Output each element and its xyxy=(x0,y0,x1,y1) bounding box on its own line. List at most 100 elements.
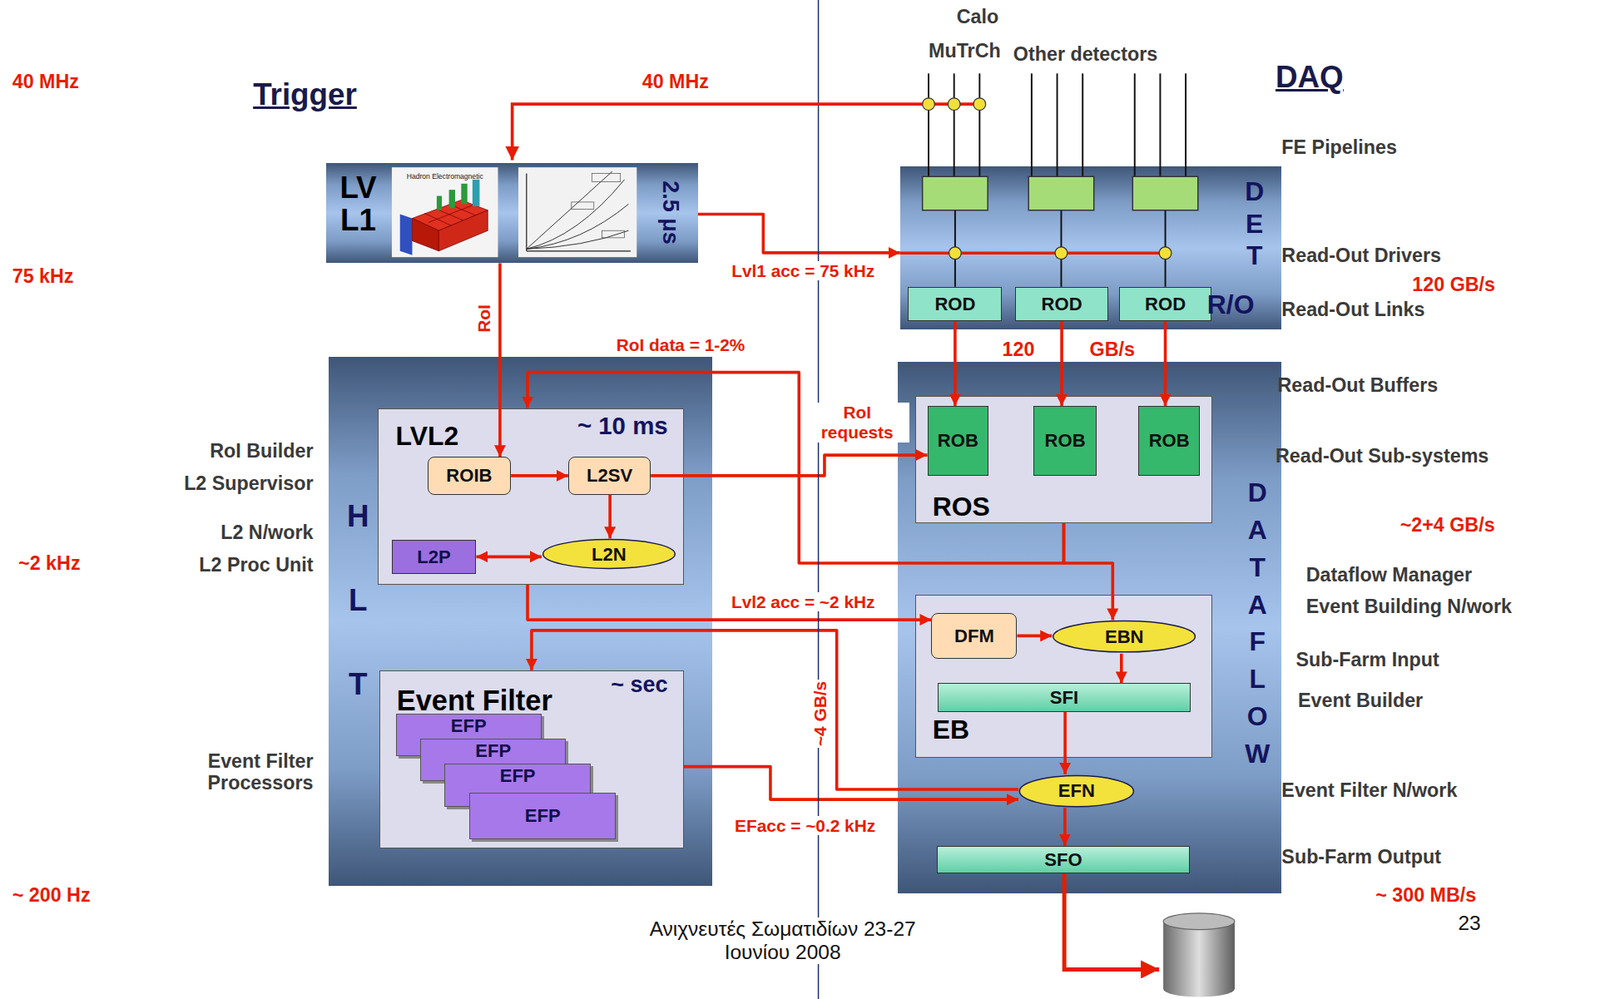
text-wrapper: 40 MHz xyxy=(12,70,80,94)
annotation-label: 23 xyxy=(1457,911,1481,935)
annotation-label: RoI Builder xyxy=(209,440,313,462)
text-wrapper: ~4 GB/s xyxy=(786,703,855,724)
network-ellipse: EBN xyxy=(1051,619,1197,654)
process-box: L2SV xyxy=(568,456,651,495)
text-wrapper: L2 Proc Unit xyxy=(198,554,313,577)
node-label: ROB xyxy=(1045,430,1086,451)
annotation-label: Hadron Electromagnetic xyxy=(406,172,484,181)
text-wrapper: ~ 200 Hz xyxy=(12,884,91,907)
text-wrapper: ~2+4 GB/s xyxy=(1400,514,1496,537)
text-wrapper: RoI Builder xyxy=(209,440,313,463)
text-wrapper: Lvl2 acc = ~2 kHz xyxy=(729,592,877,613)
text-wrapper: Event Filter Processors xyxy=(139,750,313,796)
node-label: ROB xyxy=(937,430,979,451)
node-heading: D E T xyxy=(1244,175,1264,273)
text-wrapper: 40 MHz xyxy=(642,70,709,94)
edge-label: RoI data = 1-2% xyxy=(614,335,748,355)
node-heading: R/O xyxy=(1207,289,1255,320)
ellipse-shape xyxy=(1019,775,1134,807)
node-label: EFP xyxy=(525,805,561,827)
annotation-label: Read-Out Links xyxy=(1281,298,1425,321)
text-wrapper: FE Pipelines xyxy=(1281,136,1397,159)
node-label: ROB xyxy=(1149,430,1190,451)
node-heading: ROS xyxy=(932,491,991,522)
node-label: EBN xyxy=(1104,626,1145,648)
annotation-label: Ανιχνευτές Σωματιδίων 23-27 Ιουνίου 2008 xyxy=(612,917,953,965)
processor-box: L2P xyxy=(391,539,477,575)
annotation-label: 120 GB/s xyxy=(1411,273,1496,296)
group-box: ROB ROB ROB ROS xyxy=(915,396,1213,524)
text-wrapper: Event Builder xyxy=(1297,689,1423,713)
annotation-label: Read-Out Drivers xyxy=(1281,244,1442,267)
annotation-label: Event Builder xyxy=(1297,689,1423,712)
annotation-label: L2 Supervisor xyxy=(183,472,313,495)
text-wrapper: ~2 kHz xyxy=(18,552,80,575)
annotation-label: ~2+4 GB/s xyxy=(1400,514,1496,536)
annotation-label: Read-Out Buffers xyxy=(1277,374,1438,397)
edge-label: EFacc = ~0.2 kHz xyxy=(733,816,877,836)
node-label: ROD xyxy=(1041,293,1083,315)
node-label: SFI xyxy=(1050,687,1079,709)
dataflow-arrow xyxy=(698,214,901,253)
annotation-label: ~2 kHz xyxy=(18,552,80,575)
annotation-label: L2 Proc Unit xyxy=(198,554,313,576)
edge-label: Lvl2 acc = ~2 kHz xyxy=(729,592,877,612)
node-label: SFO xyxy=(1044,849,1082,871)
node-heading: LV L1 xyxy=(339,171,377,238)
annotation-label: Event Building N/work xyxy=(1306,595,1512,618)
node-heading: ~ sec xyxy=(610,672,668,698)
annotation-label: 40 MHz xyxy=(12,70,80,93)
annotation-label: FE Pipelines xyxy=(1281,136,1397,159)
node-heading: 2.5 μs xyxy=(657,180,684,244)
text-wrapper: Event Filter xyxy=(396,684,553,718)
text-wrapper: 120 GB/s xyxy=(1411,273,1496,297)
text-wrapper: GB/s xyxy=(1089,338,1135,362)
annotation-label: L2 N/work xyxy=(220,521,313,544)
text-wrapper: LVL2 xyxy=(396,421,460,452)
text-wrapper: ~ 10 ms xyxy=(577,411,669,441)
node-heading: H L T xyxy=(346,475,370,727)
annotation-label: 75 kHz xyxy=(12,265,75,288)
annotation-label: Sub-Farm Input xyxy=(1296,648,1440,671)
text-wrapper: R/O xyxy=(1207,289,1255,321)
node-label: ROD xyxy=(934,293,976,315)
annotation-label: 120 xyxy=(1002,338,1036,361)
annotation-label: MuTrCh xyxy=(928,39,1001,62)
farm-bar: SFO xyxy=(936,846,1190,874)
text-wrapper: EFacc = ~0.2 kHz xyxy=(733,816,877,837)
annotation-label: 40 MHz xyxy=(642,70,709,93)
annotation-label: ~ 300 MB/s xyxy=(1375,884,1477,907)
text-wrapper: ~ 300 MB/s xyxy=(1375,884,1477,907)
text-wrapper: L2 N/work xyxy=(220,521,313,545)
text-wrapper: RoI requests xyxy=(804,402,911,443)
text-wrapper: Other detectors xyxy=(1013,43,1158,66)
text-wrapper: 23 xyxy=(1457,911,1481,936)
text-wrapper: DAQ xyxy=(1275,59,1344,95)
text-wrapper: Sub-Farm Output xyxy=(1281,846,1442,869)
node-heading: ~ 10 ms xyxy=(577,411,669,440)
text-wrapper: 75 kHz xyxy=(12,265,75,288)
system-panel: ROD ROD ROD D E T R/O xyxy=(900,166,1283,330)
text-wrapper: RoI data = 1-2% xyxy=(614,335,748,356)
group-box: ROIBL2SVL2PL2NLVL2~ 10 ms xyxy=(377,408,684,585)
text-wrapper: 120 xyxy=(1002,338,1036,362)
text-wrapper: Read-Out Links xyxy=(1281,298,1425,322)
text-wrapper: ~ sec xyxy=(610,672,668,699)
node-label: L2P xyxy=(416,546,451,568)
text-wrapper: EB xyxy=(932,714,970,746)
text-wrapper: Calo xyxy=(956,5,999,29)
text-wrapper: Read-Out Drivers xyxy=(1281,244,1442,268)
text-wrapper: Hadron Electromagnetic xyxy=(406,167,484,183)
network-ellipse: L2N xyxy=(541,538,677,570)
annotation-label: Read-Out Sub-systems xyxy=(1275,445,1489,467)
node-label: EFP xyxy=(500,765,536,787)
annotation-label: DAQ xyxy=(1275,59,1344,95)
node-label: ROD xyxy=(1144,293,1186,315)
processor-box: EFP xyxy=(469,792,617,840)
annotation-label: Event Filter Processors xyxy=(139,750,313,796)
text-wrapper: Lvl1 acc = 75 kHz xyxy=(729,261,877,282)
farm-bar: SFI xyxy=(937,683,1191,712)
network-ellipse: EFN xyxy=(1018,774,1135,808)
